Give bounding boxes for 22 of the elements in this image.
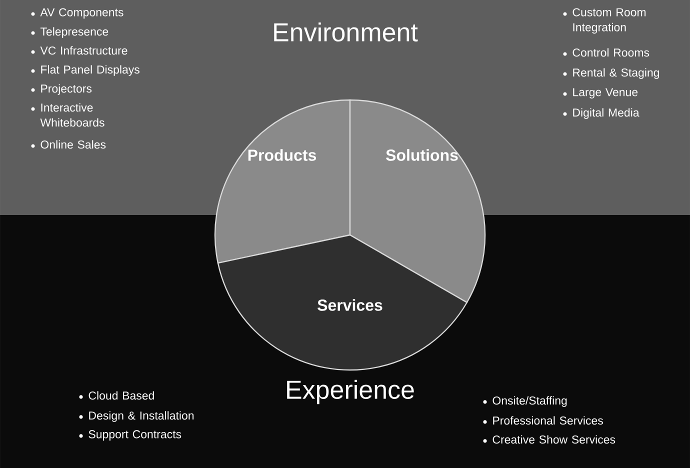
heading: Experience bbox=[287, 380, 414, 404]
list-item: AV Components bbox=[40, 8, 124, 19]
list-item: Flat Panel Displays bbox=[41, 65, 140, 76]
list-item: Telepresence bbox=[40, 27, 108, 38]
list-item: VC Infrastructure bbox=[40, 46, 128, 55]
list-item: Cloud Based bbox=[88, 391, 154, 400]
list-item: Digital Media bbox=[573, 108, 640, 119]
list-item: Large Venue bbox=[573, 88, 638, 98]
list-item: Creative Show Services bbox=[492, 435, 616, 444]
list-item: Rental & Staging bbox=[573, 68, 659, 79]
heading: Environment bbox=[274, 22, 418, 42]
list-item: Online Sales bbox=[40, 140, 106, 149]
list-item: Interactive Whiteboards bbox=[40, 103, 104, 127]
list-item: Control Rooms bbox=[572, 48, 650, 57]
list-item: Professional Services bbox=[493, 416, 603, 425]
list-item: Design & Installation bbox=[89, 411, 194, 422]
list-item: Projectors bbox=[41, 84, 92, 95]
pie-slice: Services bbox=[217, 234, 468, 370]
list-item: Onsite/Staffing bbox=[492, 396, 567, 407]
list-item: Support Contracts bbox=[88, 430, 182, 441]
pie-slice: Products bbox=[214, 99, 351, 264]
list-item: Custom Room Integration bbox=[572, 8, 646, 34]
